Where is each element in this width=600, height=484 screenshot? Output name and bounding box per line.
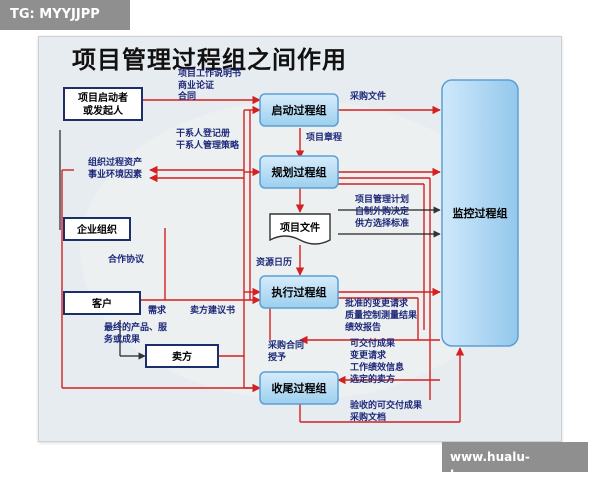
process-initiating: 启动过程组: [259, 93, 339, 127]
process-planning: 规划过程组: [259, 155, 339, 189]
customer-box: 客户: [63, 291, 141, 315]
monitor-output-1: 可交付成果: [350, 337, 396, 349]
initiating-label: 启动过程组: [272, 103, 327, 117]
close-output-2: 采购文档: [349, 411, 386, 423]
watermark-bottom: www.hualu-home.com: [442, 442, 588, 482]
procurement-contract-2: 授予: [268, 351, 286, 363]
plan-output-2: 自制外购决定: [355, 205, 410, 217]
closing-label: 收尾过程组: [272, 381, 327, 395]
enterprise-label: 企业组织: [76, 223, 117, 236]
process-executing: 执行过程组: [259, 275, 339, 309]
sponsor-input-3: 合同: [178, 90, 196, 102]
monitor-output-2: 变更请求: [350, 349, 387, 361]
project-charter-label: 项目章程: [306, 131, 342, 143]
monitor-output-3: 工作绩效信息: [350, 361, 404, 373]
connectors-red: [61, 95, 465, 423]
seller-label: 卖方: [172, 350, 192, 363]
plan-output-3: 供方选择标准: [354, 217, 409, 229]
monitoring-label: 监控过程组: [453, 206, 508, 220]
sponsor-box: 项目启动者 或发起人: [63, 87, 143, 121]
org-assets-1: 组织过程资产: [88, 156, 142, 168]
document-label: 项目文件: [280, 221, 320, 234]
procurement-contract-1: 采购合同: [267, 339, 304, 351]
process-monitoring: 监控过程组: [441, 79, 519, 347]
resource-calendar-label: 资源日历: [256, 256, 292, 268]
process-closing: 收尾过程组: [259, 371, 339, 405]
enterprise-box: 企业组织: [63, 217, 131, 241]
executing-label: 执行过程组: [272, 285, 327, 299]
exec-output-3: 绩效报告: [345, 321, 381, 333]
monitor-output-4: 选定的卖方: [350, 373, 395, 385]
seller-box: 卖方: [145, 344, 219, 368]
plan-output-1: 项目管理计划: [355, 193, 409, 205]
stakeholder-1: 干系人登记册: [176, 127, 230, 139]
page-title: 项目管理过程组之间作用: [72, 46, 347, 74]
cooperation-label: 合作协议: [108, 253, 145, 265]
sponsor-line2: 或发起人: [83, 104, 124, 117]
exec-output-1: 批准的变更请求: [345, 297, 409, 309]
exec-output-2: 质量控制测量结果: [345, 309, 418, 321]
final-product-1: 最终的产品、服: [104, 321, 168, 333]
sponsor-line1: 项目启动者: [78, 91, 128, 104]
final-product-2: 务或成果: [104, 333, 141, 345]
procurement-docs-label: 采购文件: [349, 90, 386, 102]
seller-proposal-label: 卖方建议书: [190, 304, 235, 316]
watermark-top: TG: MYYJJPP: [0, 0, 130, 30]
planning-label: 规划过程组: [272, 165, 327, 179]
connectors-dark: [59, 130, 441, 360]
sponsor-input-1: 项目工作说明书: [178, 67, 241, 79]
requirements-label: 需求: [148, 304, 167, 316]
project-document: 项目文件: [269, 213, 331, 245]
stakeholder-2: 干系人管理策略: [176, 139, 240, 151]
sponsor-input-2: 商业论证: [178, 79, 214, 91]
org-assets-2: 事业环境因素: [88, 168, 142, 180]
close-output-1: 验收的可交付成果: [350, 399, 423, 411]
customer-label: 客户: [91, 297, 112, 310]
flow-labels: 项目工作说明书 商业论证 合同 采购文件 项目章程 干系人登记册 干系人管理策略…: [88, 67, 423, 423]
